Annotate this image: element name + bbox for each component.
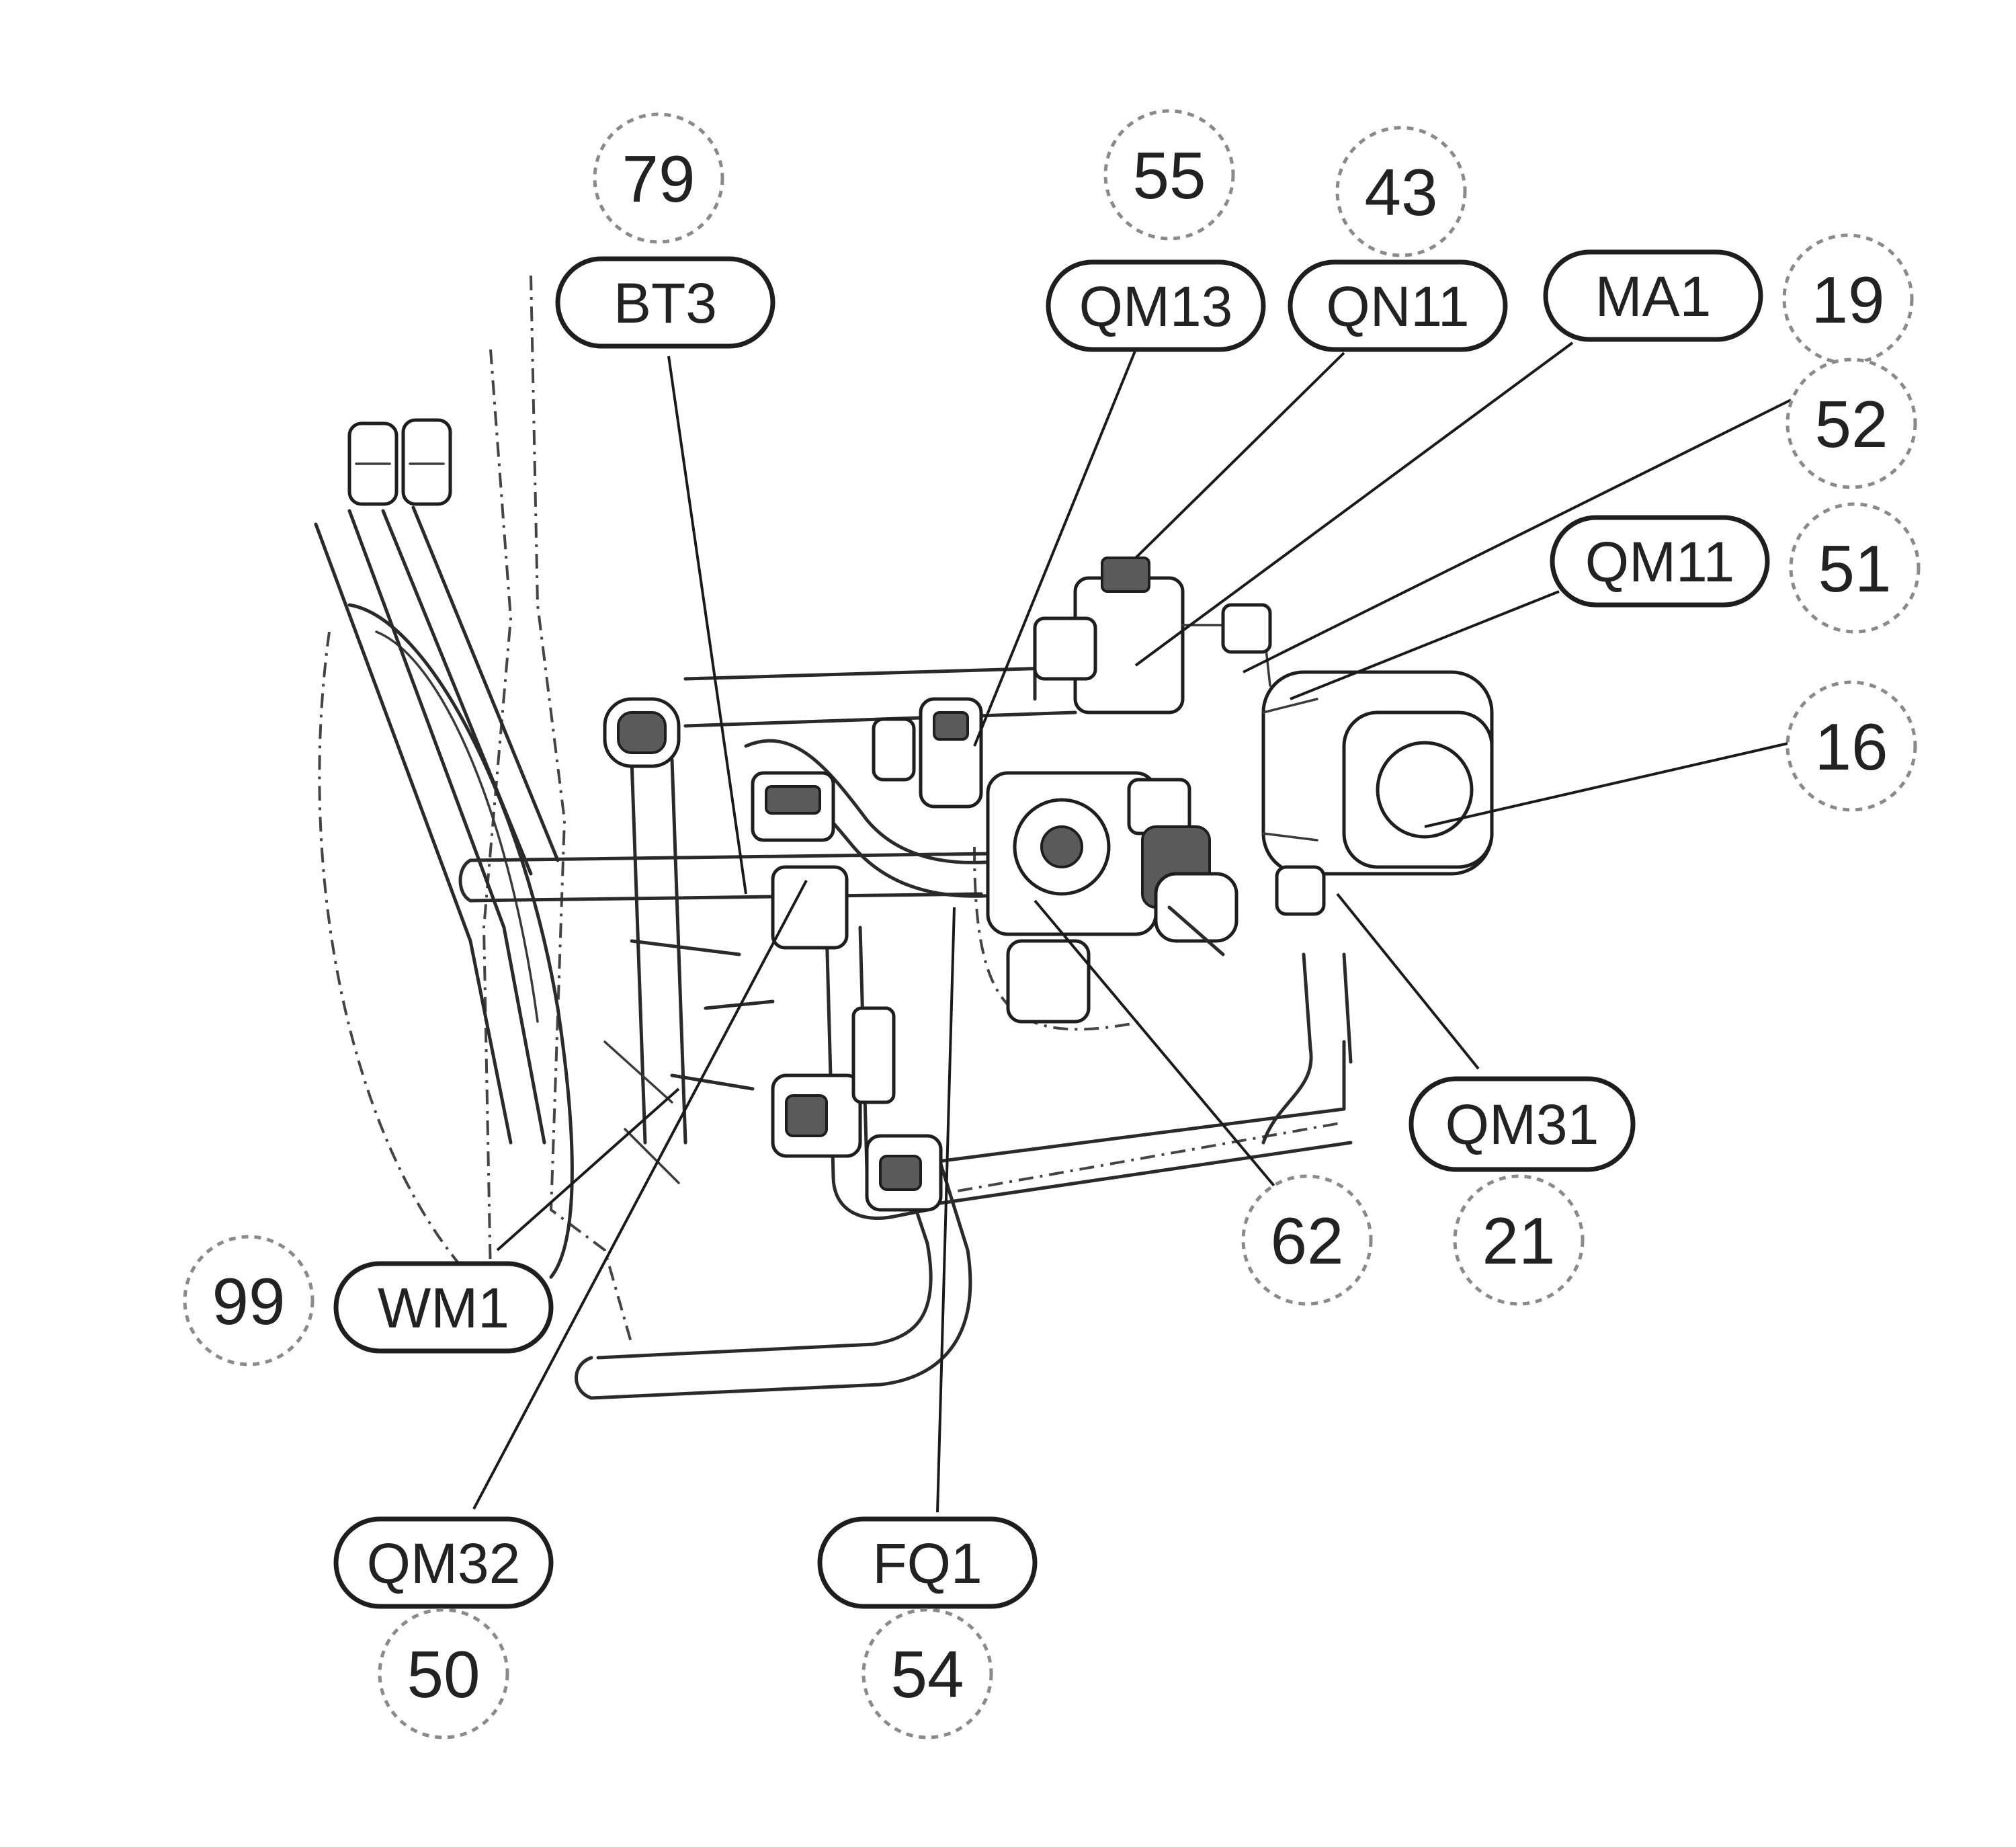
label-qm31: QM31 xyxy=(1409,1076,1636,1172)
number-55-text: 55 xyxy=(1132,138,1206,212)
leader-62 xyxy=(1034,899,1282,1194)
label-qm31-text: QM31 xyxy=(1445,1093,1599,1156)
number-16-text: 16 xyxy=(1814,710,1888,784)
leader-bt3 xyxy=(667,356,747,895)
number-51: 51 xyxy=(1789,502,1921,634)
label-qm32: QM32 xyxy=(333,1516,554,1609)
number-62: 62 xyxy=(1241,1174,1373,1306)
leader-lines xyxy=(472,341,1792,1513)
number-19-text: 19 xyxy=(1811,263,1884,337)
hydraulic-unit-illustration xyxy=(314,275,1494,1400)
label-qn11: QN11 xyxy=(1288,259,1508,352)
number-43-text: 43 xyxy=(1364,155,1437,229)
number-43: 43 xyxy=(1335,126,1467,257)
number-54-text: 54 xyxy=(890,1637,964,1711)
label-bt3-text: BT3 xyxy=(614,272,717,335)
label-qm32-text: QM32 xyxy=(367,1532,521,1595)
number-99-text: 99 xyxy=(212,1264,285,1338)
number-52-text: 52 xyxy=(1814,387,1888,461)
leader-qm11 xyxy=(1290,590,1560,700)
label-bt3: BT3 xyxy=(555,256,775,349)
number-50-text: 50 xyxy=(407,1637,480,1711)
leader-16 xyxy=(1424,741,1792,828)
leader-wm1 xyxy=(496,1087,680,1251)
number-52: 52 xyxy=(1786,358,1917,489)
number-79-text: 79 xyxy=(622,142,695,216)
label-fq1-text: FQ1 xyxy=(872,1532,982,1595)
number-16: 16 xyxy=(1786,680,1917,812)
number-50: 50 xyxy=(378,1608,509,1739)
number-55: 55 xyxy=(1103,109,1235,241)
leader-qm32 xyxy=(472,880,808,1510)
component-labels: BT3 QM13 QN11 MA1 QM11 QM31 WM1 QM32 xyxy=(333,249,1770,1609)
number-19: 19 xyxy=(1782,233,1914,365)
label-qm11-text: QM11 xyxy=(1585,530,1735,593)
number-79: 79 xyxy=(593,112,724,244)
leader-qn11 xyxy=(1134,352,1345,559)
leader-ma1 xyxy=(1134,341,1574,667)
label-ma1: MA1 xyxy=(1543,249,1763,342)
number-54: 54 xyxy=(862,1608,993,1739)
number-51-text: 51 xyxy=(1818,532,1891,606)
leader-52 xyxy=(1243,399,1792,673)
label-qn11-text: QN11 xyxy=(1326,275,1469,338)
position-numbers: 79 55 43 19 52 51 16 62 xyxy=(183,109,1921,1739)
label-wm1-text: WM1 xyxy=(378,1276,509,1340)
label-qm13: QM13 xyxy=(1046,259,1266,352)
label-qm13-text: QM13 xyxy=(1079,275,1233,338)
leader-qm13 xyxy=(973,349,1137,747)
number-21: 21 xyxy=(1453,1174,1585,1306)
number-21-text: 21 xyxy=(1482,1204,1555,1278)
label-fq1: FQ1 xyxy=(817,1516,1038,1609)
label-wm1: WM1 xyxy=(333,1261,554,1354)
leader-qm31 xyxy=(1336,893,1480,1070)
number-99: 99 xyxy=(183,1235,314,1366)
label-ma1-text: MA1 xyxy=(1595,265,1712,328)
leader-fq1 xyxy=(936,907,956,1513)
label-qm11: QM11 xyxy=(1550,515,1770,608)
number-62-text: 62 xyxy=(1270,1204,1343,1278)
